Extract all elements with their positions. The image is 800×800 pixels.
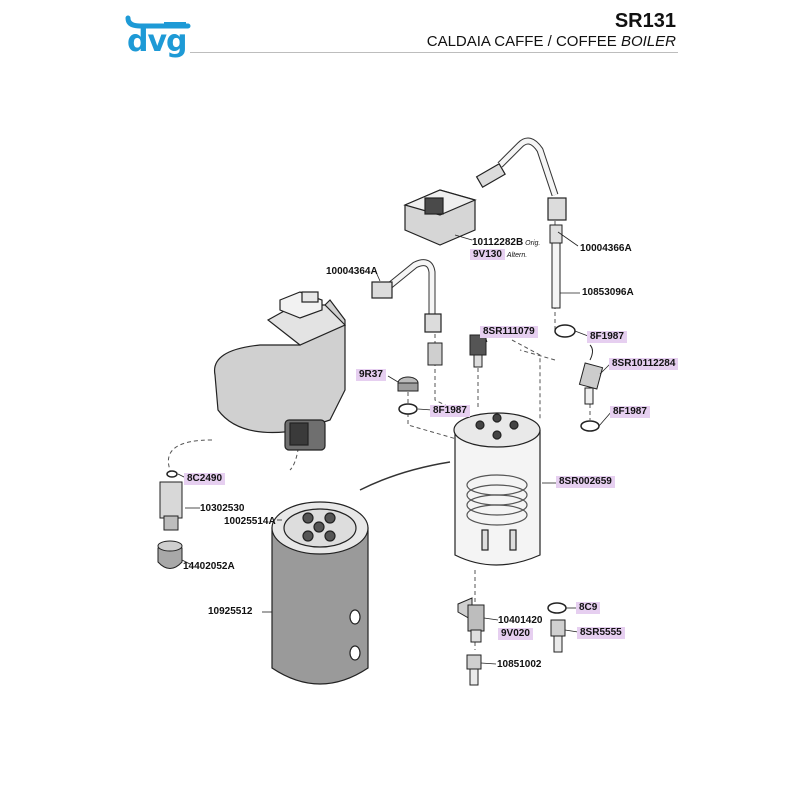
boiler-shell-10925512 bbox=[271, 461, 451, 685]
label-8SR10112284: 8SR10112284 bbox=[609, 358, 679, 370]
label-8F1987-middle: 8F1987 bbox=[430, 405, 470, 417]
probe-8SR10112284 bbox=[578, 344, 604, 405]
fitting-10851002 bbox=[466, 654, 482, 686]
model-code: SR131 bbox=[614, 10, 676, 32]
group-head-assembly bbox=[213, 291, 347, 451]
fitting-10302530 bbox=[159, 481, 183, 531]
label-8F1987-right: 8F1987 bbox=[610, 406, 650, 418]
label-8C9: 8C9 bbox=[576, 602, 601, 614]
cap-14402052A bbox=[157, 540, 183, 569]
label-9V020: 9V020 bbox=[498, 628, 533, 640]
label-8C2490: 8C2490 bbox=[184, 473, 226, 485]
label-14402052A: 14402052A bbox=[183, 561, 235, 572]
brand-name: dvg bbox=[127, 24, 188, 59]
page-header: dvg SR131 CALDAIA CAFFE / COFFEE BOILER bbox=[0, 0, 800, 60]
label-10925512: 10925512 bbox=[208, 606, 253, 617]
label-9R37: 9R37 bbox=[356, 369, 386, 381]
label-10401420: 10401420 bbox=[498, 615, 543, 626]
label-8SR002659: 8SR002659 bbox=[556, 476, 615, 488]
pipe-10004364A bbox=[371, 259, 442, 333]
pressure-switch bbox=[403, 189, 477, 246]
label-8F1987-top: 8F1987 bbox=[587, 331, 627, 343]
label-10851002: 10851002 bbox=[497, 659, 542, 670]
nipple-fitting bbox=[427, 342, 443, 366]
label-8SR5555: 8SR5555 bbox=[577, 627, 625, 639]
valve-10401420 bbox=[457, 597, 485, 643]
boiler-8SR002659 bbox=[453, 412, 541, 566]
plug-9R37 bbox=[397, 376, 419, 392]
label-10853096A: 10853096A bbox=[582, 287, 634, 298]
label-10004364A: 10004364A bbox=[326, 266, 378, 277]
thermostat-8SR111079 bbox=[469, 334, 487, 368]
header-divider bbox=[190, 52, 678, 53]
probe-10853096A bbox=[549, 224, 563, 309]
label-8SR111079: 8SR111079 bbox=[480, 326, 538, 338]
label-10302530: 10302530 bbox=[200, 503, 245, 514]
dvg-logo-icon bbox=[125, 15, 191, 29]
fitting-8SR5555 bbox=[550, 619, 566, 653]
pipe-10004366A bbox=[475, 137, 567, 221]
label-10025514A: 10025514A bbox=[224, 516, 276, 527]
leader-lines bbox=[177, 231, 613, 665]
label-10004366A: 10004366A bbox=[580, 243, 632, 254]
page-title: CALDAIA CAFFE / COFFEE BOILER bbox=[426, 33, 676, 50]
